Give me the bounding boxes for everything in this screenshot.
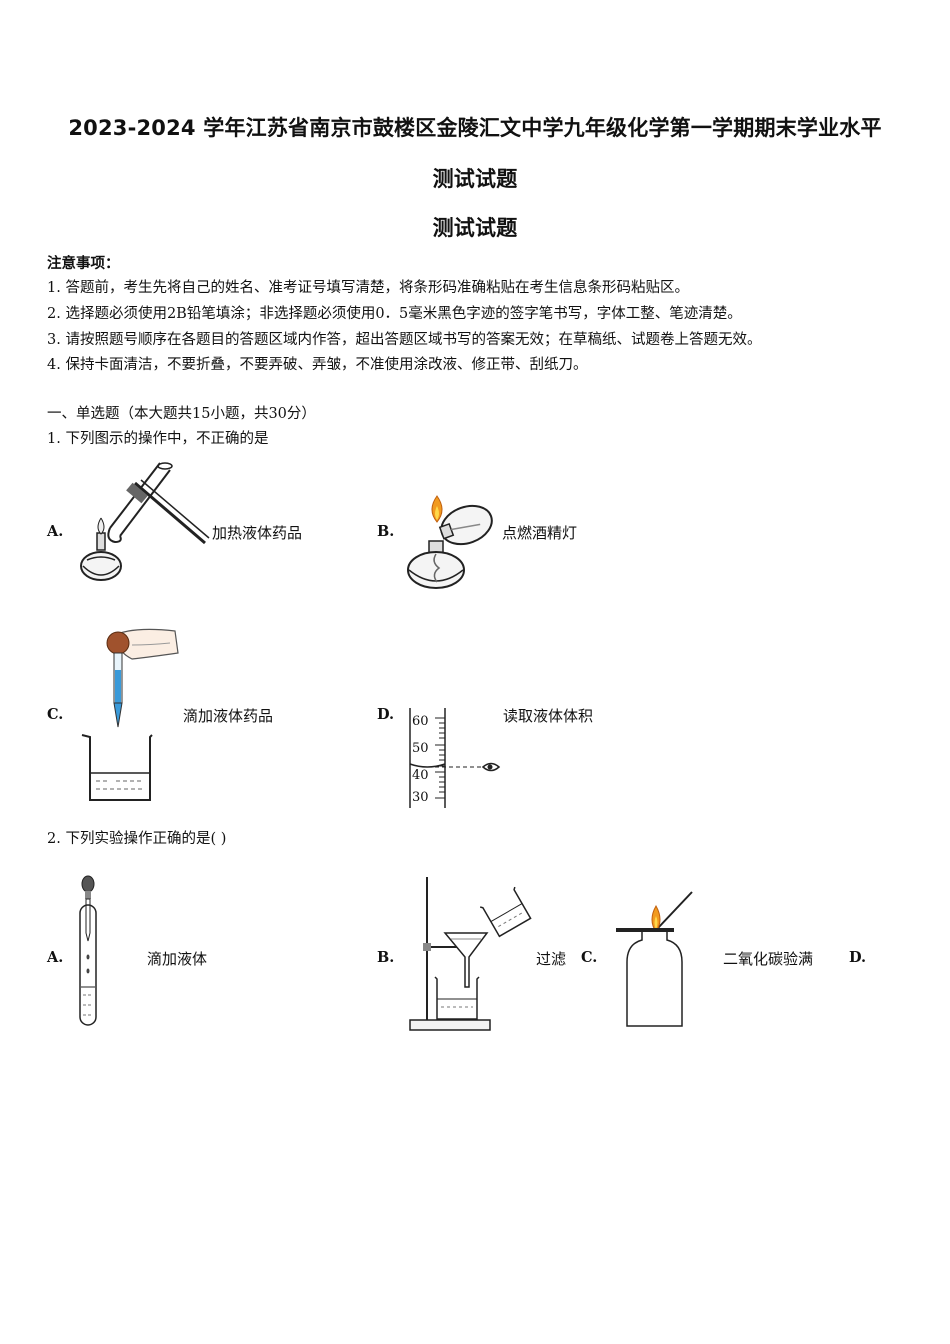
q2-option-a-letter: A. — [47, 949, 64, 966]
notice-item-1: 1. 答题前，考生先将自己的姓名、准考证号填写清楚，将条形码准确粘贴在考生信息条… — [47, 280, 689, 296]
q1-option-a-letter: A. — [47, 523, 64, 540]
q2-option-b-caption: 过滤 — [536, 950, 567, 968]
q2-option-c-letter: C. — [581, 949, 598, 966]
q1-option-a-caption: 加热液体药品 — [212, 524, 303, 542]
dropper-in-test-tube-figure — [79, 875, 97, 1026]
q2-option-d-letter: D. — [849, 949, 867, 966]
cylinder-tick-40: 40 — [412, 768, 429, 783]
q2-option-a-caption: 滴加液体 — [147, 950, 208, 968]
cylinder-tick-30: 30 — [412, 790, 429, 805]
document-subtitle: 测试试题 — [432, 167, 518, 191]
graduated-cylinder-reading-figure — [409, 708, 501, 808]
q1-option-d-letter: D. — [377, 706, 395, 723]
section-heading: 一、单选题（本大题共15小题，共30分） — [47, 406, 316, 422]
q2-stem: 2. 下列实验操作正确的是( ) — [47, 831, 227, 847]
q1-option-d-caption: 读取液体体积 — [503, 707, 594, 725]
two-alcohol-lamps-figure — [407, 495, 493, 589]
notice-item-2: 2. 选择题必须使用2B铅笔填涂；非选择题必须使用0．5毫米黑色字迹的签字笔书写… — [47, 306, 742, 322]
q1-stem: 1. 下列图示的操作中，不正确的是 — [47, 431, 269, 447]
cylinder-tick-50: 50 — [412, 741, 429, 756]
cylinder-tick-60: 60 — [412, 714, 429, 729]
q1-option-c-caption: 滴加液体药品 — [183, 707, 274, 725]
document-title: 2023-2024 学年江苏省南京市鼓楼区金陵汇文中学九年级化学第一学期期末学业… — [68, 116, 882, 140]
notice-item-4: 4. 保持卡面清洁，不要折叠，不要弄破、弄皱，不准使用涂改液、修正带、刮纸刀。 — [47, 357, 588, 373]
notice-item-3: 3. 请按照题号顺序在各题目的答题区域内作答，超出答题区域书写的答案无效；在草稿… — [47, 332, 762, 348]
document-subtitle-repeat: 测试试题 — [432, 216, 518, 240]
heating-test-tube-figure — [80, 462, 210, 581]
q1-option-b-caption: 点燃酒精灯 — [502, 524, 578, 542]
co2-gas-jar-figure — [616, 891, 693, 1027]
q1-option-b-letter: B. — [377, 523, 395, 540]
q2-option-c-caption: 二氧化碳验满 — [723, 950, 814, 968]
q1-option-c-letter: C. — [47, 706, 64, 723]
dropper-into-beaker-figure — [81, 628, 179, 801]
notice-heading: 注意事项： — [47, 255, 120, 272]
filtration-setup-figure — [409, 877, 532, 1031]
q2-option-b-letter: B. — [377, 949, 395, 966]
